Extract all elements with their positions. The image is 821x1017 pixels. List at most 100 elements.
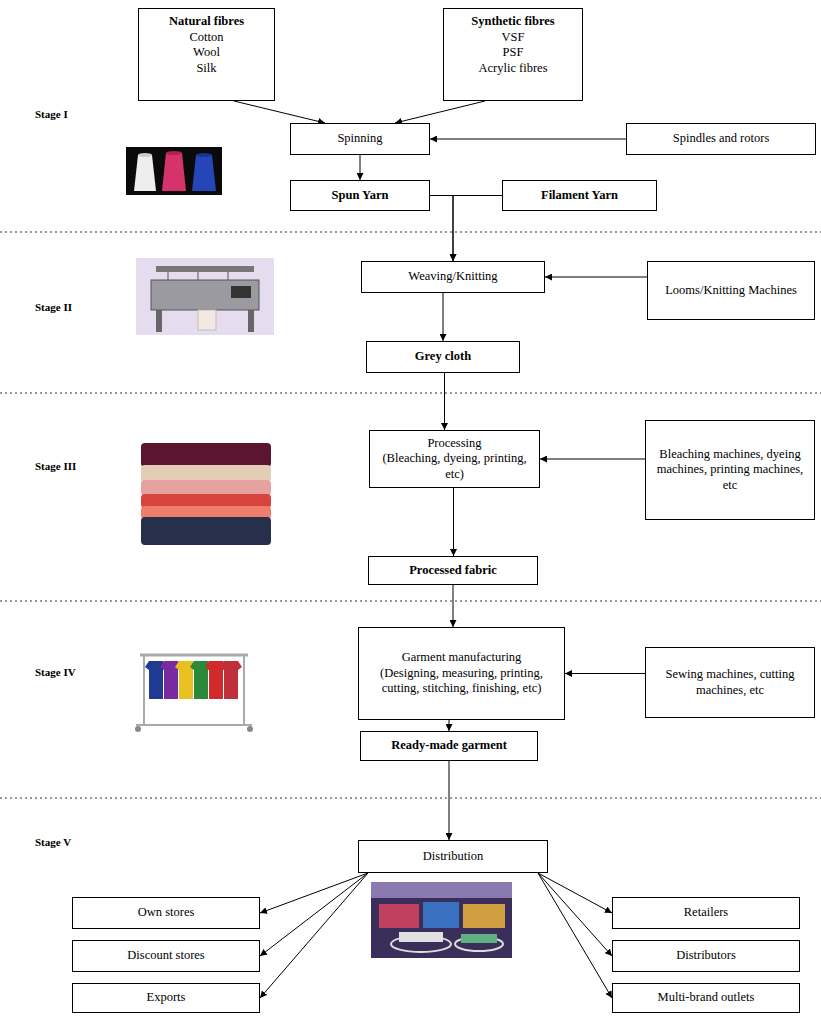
output-box: Filament Yarn xyxy=(502,180,657,211)
channel-box: Retailers xyxy=(612,897,800,929)
node-text: (Bleaching, dyeing, printing, etc) xyxy=(376,451,533,482)
node-heading: Spindles and rotors xyxy=(673,131,770,147)
node-heading: Ready-made garment xyxy=(391,738,507,754)
yarn-cone-top xyxy=(138,153,152,157)
process-box: Spinning xyxy=(290,123,430,155)
node-text: VSF xyxy=(502,30,525,46)
knitted-fabric xyxy=(198,310,216,330)
flow-arrow xyxy=(449,720,450,731)
rack-bar xyxy=(140,654,248,657)
knitting-machine-photo xyxy=(136,258,274,335)
channel-box: Discount stores xyxy=(72,940,260,972)
equipment-box: Bleaching machines, dyeing machines, pri… xyxy=(645,420,815,520)
node-heading: Filament Yarn xyxy=(541,188,618,204)
machine-body xyxy=(151,280,259,310)
flow-arrow xyxy=(538,873,612,956)
equipment-box: Looms/Knitting Machines xyxy=(647,261,815,320)
yarn-cone-top xyxy=(166,151,182,155)
rack-wheel xyxy=(135,726,141,732)
photo-ground xyxy=(126,147,222,195)
flow-arrow xyxy=(538,873,612,913)
channel-box: Exports xyxy=(72,983,260,1013)
stage-label: Stage II xyxy=(35,301,72,313)
stage-divider xyxy=(0,232,821,233)
output-box: Ready-made garment xyxy=(360,731,538,761)
node-heading: Natural fibres xyxy=(169,14,244,30)
output-box: Spun Yarn xyxy=(290,180,430,211)
hanging-clothes xyxy=(399,932,443,942)
output-box: Grey cloth xyxy=(366,341,520,373)
fabric-layer xyxy=(141,517,271,545)
flow-arrow xyxy=(430,139,626,140)
fibre-box: Natural fibresCottonWoolSilk xyxy=(138,8,275,101)
flow-arrow xyxy=(449,761,450,840)
flow-arrow xyxy=(395,101,485,123)
node-heading: Sewing machines, cutting machines, etc xyxy=(652,667,808,698)
node-heading: Retailers xyxy=(684,905,728,921)
photo-ground xyxy=(136,258,274,335)
machine-bar xyxy=(156,266,254,272)
fabric-layer xyxy=(141,494,271,508)
store-ceiling xyxy=(371,882,512,898)
flow-arrow xyxy=(565,673,645,674)
stage-label: Stage III xyxy=(35,460,76,472)
node-heading: Garment manufacturing xyxy=(402,650,522,666)
node-text: Cotton xyxy=(189,30,223,46)
process-box: Processing(Bleaching, dyeing, printing, … xyxy=(369,430,540,488)
fabric-layer xyxy=(141,480,271,496)
output-box: Processed fabric xyxy=(368,556,538,585)
flow-arrow xyxy=(234,101,325,123)
flow-arrow xyxy=(260,873,368,956)
flow-arrow xyxy=(260,873,368,998)
node-heading: Discount stores xyxy=(127,948,204,964)
hanging-clothes xyxy=(461,934,497,943)
node-heading: Processing xyxy=(427,436,481,452)
garment-rack-photo xyxy=(135,655,253,732)
node-heading: Bleaching machines, dyeing machines, pri… xyxy=(652,447,808,494)
flow-arrow xyxy=(538,873,612,998)
node-text: PSF xyxy=(503,45,524,61)
flow-arrow xyxy=(453,488,454,556)
node-heading: Weaving/Knitting xyxy=(408,269,497,285)
stage-label: Stage I xyxy=(35,108,68,120)
node-text: Acrylic fibres xyxy=(478,61,547,77)
rack-base xyxy=(136,724,252,726)
flow-arrow xyxy=(360,155,361,180)
machine-panel xyxy=(231,286,251,298)
stage-label: Stage V xyxy=(35,836,71,848)
node-heading: Synthetic fibres xyxy=(471,14,554,30)
equipment-box: Spindles and rotors xyxy=(626,123,816,155)
node-heading: Spinning xyxy=(337,131,382,147)
flow-arrow xyxy=(540,459,645,460)
clothes-display xyxy=(379,904,419,928)
node-heading: Spun Yarn xyxy=(332,188,389,204)
photo-ground xyxy=(371,882,512,958)
flow-arrow xyxy=(260,873,368,913)
flow-arrow xyxy=(443,293,444,341)
node-heading: Distribution xyxy=(423,849,483,865)
machine-post xyxy=(168,272,169,280)
store-photo xyxy=(371,882,512,958)
process-box: Distribution xyxy=(358,840,548,873)
node-heading: Distributors xyxy=(676,948,736,964)
flow-arrow xyxy=(430,196,453,262)
machine-post xyxy=(198,272,199,280)
process-box: Weaving/Knitting xyxy=(361,261,545,293)
rack-post xyxy=(143,655,145,725)
stage-divider xyxy=(0,798,821,799)
node-heading: Grey cloth xyxy=(415,349,471,365)
machine-leg xyxy=(248,310,254,332)
node-heading: Looms/Knitting Machines xyxy=(665,283,797,299)
node-text: (Designing, measuring, printing, cutting… xyxy=(365,666,558,697)
process-box: Garment manufacturing(Designing, measuri… xyxy=(358,627,565,720)
node-heading: Exports xyxy=(147,990,186,1006)
node-text: Wool xyxy=(193,45,220,61)
stage-divider xyxy=(0,393,821,394)
rack-wheel xyxy=(247,726,253,732)
fibre-box: Synthetic fibresVSFPSFAcrylic fibres xyxy=(443,8,583,101)
stage-label: Stage IV xyxy=(35,666,76,678)
fabric-layer xyxy=(141,443,271,467)
fabric-stack-photo xyxy=(141,443,271,545)
node-heading: Own stores xyxy=(138,905,195,921)
stage-divider xyxy=(0,601,821,602)
